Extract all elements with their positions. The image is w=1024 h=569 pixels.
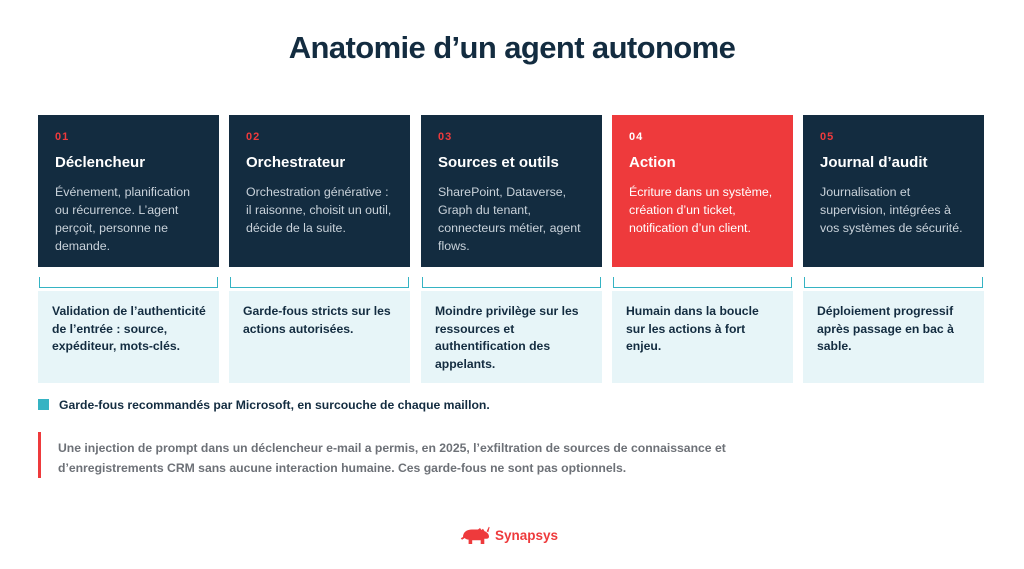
step-description: Écriture dans un système, création d’un … bbox=[629, 185, 773, 235]
guardrail-box: Humain dans la boucle sur les actions à … bbox=[612, 291, 793, 383]
guardrail-box: Validation de l’authenticité de l’entrée… bbox=[38, 291, 219, 383]
guardrail-box: Garde-fous stricts sur les actions autor… bbox=[229, 291, 410, 383]
step-number: 04 bbox=[629, 131, 644, 143]
step-title: Journal d’audit bbox=[820, 154, 928, 171]
step-number: 01 bbox=[55, 131, 70, 143]
step-card: 05 Journal d’audit Journalisation et sup… bbox=[803, 115, 984, 267]
bracket-connector bbox=[804, 277, 983, 288]
step-title: Déclencheur bbox=[55, 154, 146, 171]
step-title: Sources et outils bbox=[438, 154, 559, 171]
step-number: 05 bbox=[820, 131, 835, 143]
step-number: 02 bbox=[246, 131, 261, 143]
step-description: Événement, planification ou récurrence. … bbox=[55, 185, 191, 253]
step-description: SharePoint, Dataverse, Graph du tenant, … bbox=[438, 185, 581, 253]
bracket-connector bbox=[39, 277, 218, 288]
chain-step-4: 04 Action Écriture dans un système, créa… bbox=[612, 115, 793, 383]
chain-step-3: 03 Sources et outils SharePoint, Dataver… bbox=[421, 115, 602, 383]
guardrail-box: Déploiement progressif après passage en … bbox=[803, 291, 984, 383]
chain-step-1: 01 Déclencheur Événement, planification … bbox=[38, 115, 219, 383]
agent-chain: 01 Déclencheur Événement, planification … bbox=[38, 115, 985, 383]
step-title: Orchestrateur bbox=[246, 154, 346, 171]
step-description: Orchestration générative : il raisonne, … bbox=[246, 185, 392, 235]
legend-swatch bbox=[38, 399, 49, 410]
step-number: 03 bbox=[438, 131, 453, 143]
guardrail-box: Moindre privilège sur les ressources et … bbox=[421, 291, 602, 383]
step-card-highlighted: 04 Action Écriture dans un système, créa… bbox=[612, 115, 793, 267]
step-title: Action bbox=[629, 154, 676, 171]
rhino-icon bbox=[460, 526, 490, 544]
legend-text: Garde-fous recommandés par Microsoft, en… bbox=[59, 398, 490, 412]
warning-note: Une injection de prompt dans un déclench… bbox=[38, 432, 798, 478]
step-card: 02 Orchestrateur Orchestration générativ… bbox=[229, 115, 410, 267]
bracket-connector bbox=[422, 277, 601, 288]
bracket-connector bbox=[230, 277, 409, 288]
brand-name: Synapsys bbox=[495, 528, 559, 543]
bracket-connector bbox=[613, 277, 792, 288]
step-card: 03 Sources et outils SharePoint, Dataver… bbox=[421, 115, 602, 267]
chain-step-2: 02 Orchestrateur Orchestration générativ… bbox=[229, 115, 410, 383]
step-description: Journalisation et supervision, intégrées… bbox=[820, 185, 963, 235]
chain-step-5: 05 Journal d’audit Journalisation et sup… bbox=[803, 115, 984, 383]
page-title: Anatomie d’un agent autonome bbox=[288, 30, 736, 65]
step-card: 01 Déclencheur Événement, planification … bbox=[38, 115, 219, 267]
